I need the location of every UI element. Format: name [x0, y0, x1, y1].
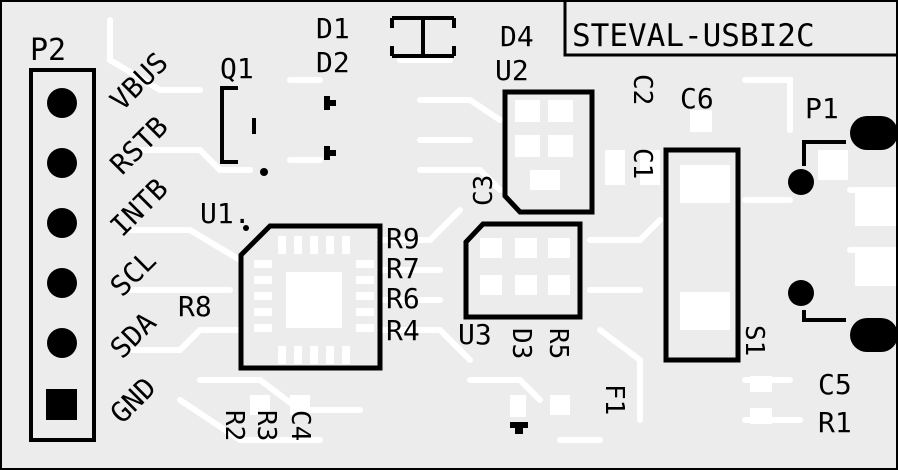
connector-p1: P1 [788, 92, 898, 352]
r2-label: R2 [219, 410, 249, 441]
copper-pads [250, 100, 898, 424]
r6-label: R6 [386, 282, 420, 315]
r7-label: R7 [386, 252, 420, 285]
diode-d4: D4 [390, 16, 534, 58]
d3-label: D3 [506, 328, 536, 359]
p2-ref-label: P2 [30, 33, 66, 68]
title-block: STEVAL-USBI2C [563, 0, 898, 57]
d3-r5: D3 R5 [506, 328, 573, 434]
caps-c1-c2-c6: C2 C6 C1 [627, 74, 714, 179]
p1-pin-top [788, 169, 814, 195]
pin-label-gnd: GND [104, 371, 163, 430]
u2-label: U2 [495, 54, 529, 87]
s1-label: S1 [739, 325, 769, 356]
pin-label-rstb: RSTB [104, 110, 175, 181]
c5-label: C5 [818, 368, 852, 401]
p1-shield-pad-bottom [850, 318, 898, 352]
q1-label: Q1 [220, 52, 254, 85]
f1-label: F1 [599, 384, 629, 415]
r4-label: R4 [386, 314, 420, 347]
r2-r3-c4: R2 R3 C4 [219, 410, 315, 441]
resistors-r4-r9: R9 R7 R6 R4 R8 [178, 222, 420, 347]
r1-label: R1 [818, 406, 852, 439]
p1-label: P1 [805, 92, 839, 125]
q1-transistor: Q1 [220, 52, 268, 176]
c3-label: C3 [469, 175, 499, 206]
c1-label: C1 [627, 148, 657, 179]
p2-pin-sda [47, 328, 77, 358]
r8-label: R8 [178, 290, 212, 323]
p2-pin-intb [47, 208, 77, 238]
d2-label: D2 [316, 46, 350, 79]
u2-ic: U2 C3 [469, 54, 595, 215]
p1-shield-pad-top [850, 116, 898, 150]
diode-d1-d2: D1 D2 [316, 12, 350, 160]
r3-label: R3 [251, 410, 281, 441]
c6-label: C6 [680, 82, 714, 115]
connector-p2: P2 VBUS RSTB INTB SCL SDA GND [29, 33, 175, 442]
c5-r1: C5 R1 [818, 368, 852, 439]
r9-label: R9 [386, 222, 420, 255]
p2-pin-vbus [47, 88, 77, 118]
u3-ic: U3 [458, 221, 583, 351]
r5-label: R5 [543, 328, 573, 359]
c2-label: C2 [627, 74, 657, 105]
p1-pin-bottom [788, 280, 814, 306]
pin-label-vbus: VBUS [104, 46, 175, 117]
p2-pin-gnd [46, 389, 77, 420]
d4-label: D4 [500, 20, 534, 53]
p2-pin-scl [47, 268, 77, 298]
pin-label-scl: SCL [104, 244, 163, 303]
pin-label-sda: SDA [104, 306, 163, 365]
d1-label: D1 [316, 12, 350, 45]
u1-label: U1. [200, 197, 251, 230]
p2-pin-rstb [47, 148, 77, 178]
c4-label: C4 [285, 410, 315, 441]
u1-ic: U1. [200, 197, 383, 371]
board-title: STEVAL-USBI2C [572, 18, 815, 54]
s1-switch: S1 [663, 147, 769, 363]
p2-header-outline [29, 68, 96, 442]
u3-label: U3 [458, 318, 492, 351]
